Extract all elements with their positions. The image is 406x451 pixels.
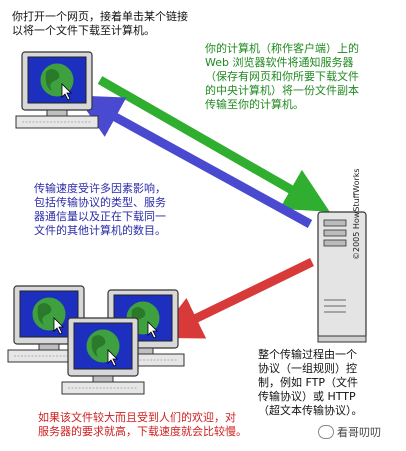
caption-click-link: 你打开一个网页，接着单击某个链接 以将一个文件下载至计算机。 <box>12 10 188 37</box>
server-tower <box>317 211 367 343</box>
green-arrow <box>97 76 330 212</box>
copyright-text: ©2005 HowStuffWorks <box>352 168 361 260</box>
client-computer <box>15 51 99 129</box>
caption-transfer-speed: 传输速度受许多因素影响， 包括传输协议的类型、服务 器通信量以及正在下载同一 文… <box>34 182 166 237</box>
wechat-icon <box>318 425 334 439</box>
caption-browser-request: 你的计算机（称作客户端）上的 Web 浏览器软件将通知服务器 （保存有网页和你所… <box>205 42 359 111</box>
blue-arrow <box>76 95 313 228</box>
watermark-label: 看哥叨叨 <box>337 426 381 439</box>
red-arrow <box>155 257 314 339</box>
watermark: 看哥叨叨 <box>318 423 404 443</box>
caption-protocol: 整个传输过程由一个 协议（一组规则）控 制，例如 FTP（文件 传输协议）或 H… <box>258 348 363 417</box>
computer-group-front <box>61 317 145 395</box>
caption-server-load: 如果该文件较大而且受到人们的欢迎，对 服务器的要求就高，下载速度就会比较慢。 <box>38 411 247 438</box>
